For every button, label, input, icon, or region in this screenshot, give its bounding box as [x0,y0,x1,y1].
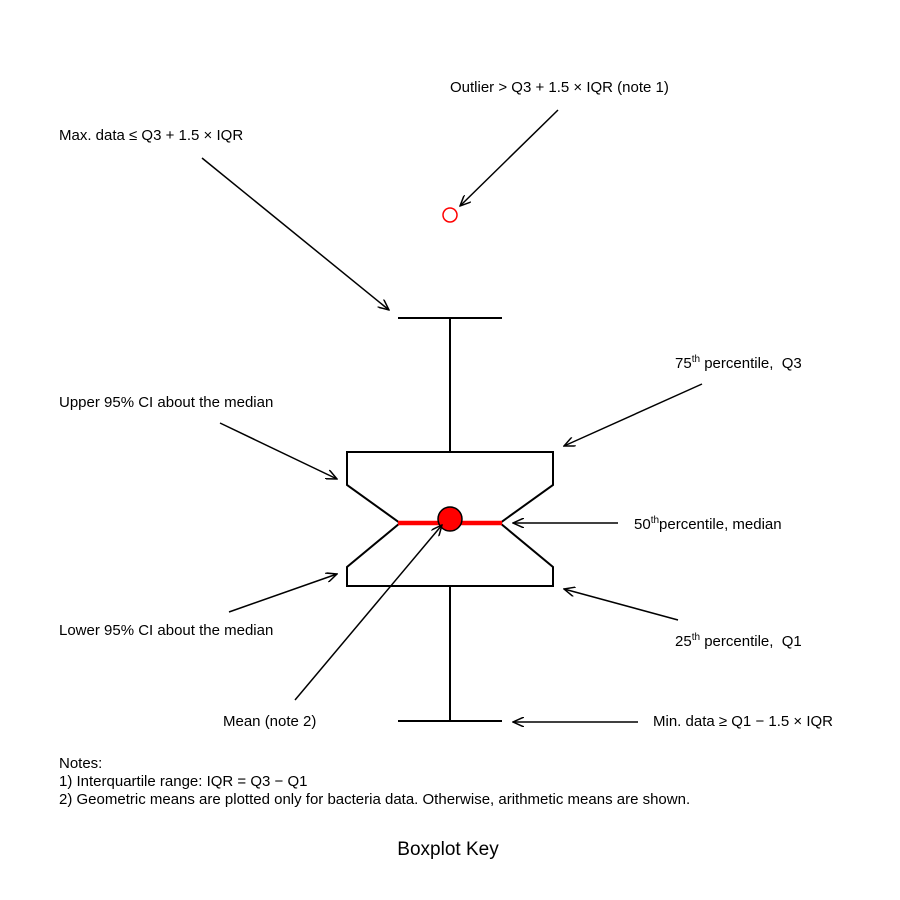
lower-ci-arrow [228,574,337,613]
upper-ci-arrow [219,422,337,479]
max-label: Max. data ≤ Q3 + 1.5 × IQR [59,127,243,144]
mean-label: Mean (note 2) [223,713,316,730]
note-1: 1) Interquartile range: IQR = Q3 − Q1 [59,773,307,790]
median-label-superscript: th [651,515,659,526]
outlier-point [442,207,458,223]
q1-arrow [564,589,679,621]
min-label: Min. data ≥ Q1 − 1.5 × IQR [653,713,833,730]
median-label-number: 50 [634,516,651,533]
lower-ci-label: Lower 95% CI about the median [59,622,273,639]
q3-arrow [564,383,703,446]
q1-label: 25th percentile, Q1 [675,632,802,650]
upper-ci-label: Upper 95% CI about the median [59,394,273,411]
q3-label: 75th percentile, Q3 [675,354,802,372]
diagram-title: Boxplot Key [397,839,499,860]
q1-label-text: percentile, Q1 [700,633,802,650]
max-arrow [201,157,389,310]
outlier-arrow [460,109,559,206]
q3-label-text: percentile, Q3 [700,355,802,372]
note-2: 2) Geometric means are plotted only for … [59,791,690,808]
median-label-text: percentile, median [659,516,782,533]
q3-label-superscript: th [692,354,700,365]
notched-box [346,451,554,587]
q1-label-number: 25 [675,633,692,650]
notes-heading: Notes: [59,755,102,772]
outlier-label: Outlier > Q3 + 1.5 × IQR (note 1) [450,79,669,96]
median-label: 50thpercentile, median [634,515,782,533]
mean-arrow [294,525,442,701]
mean-point [437,506,463,532]
q1-label-superscript: th [692,632,700,643]
q3-label-number: 75 [675,355,692,372]
